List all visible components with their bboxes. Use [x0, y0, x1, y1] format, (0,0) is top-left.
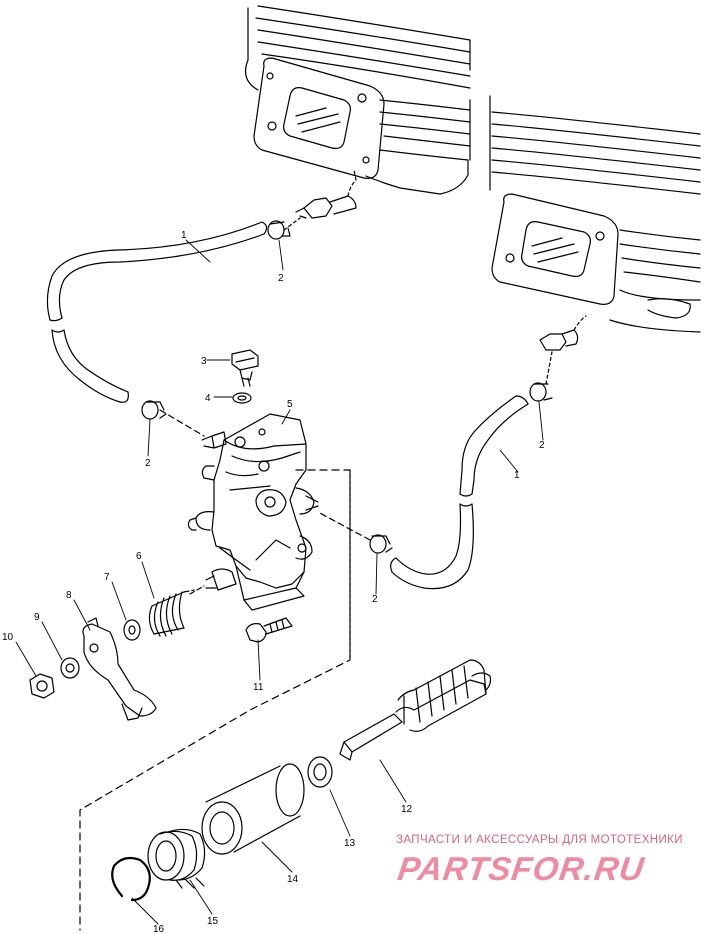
nut-10: [29, 673, 55, 699]
pump-fitting-lower: [205, 568, 237, 591]
exhaust-flange-right: [491, 193, 619, 305]
bolt-11: [245, 617, 293, 643]
callout-1-right: 1: [514, 470, 520, 481]
clamp-lower-right: [317, 511, 393, 554]
hose-left: [46, 221, 268, 403]
exhaust-flange-left: [253, 57, 385, 179]
spring-6: [148, 585, 205, 637]
callout-15: 15: [207, 916, 219, 927]
cylinder-left: [245, 5, 471, 195]
assembly-outline: [79, 469, 351, 931]
callout-14: 14: [287, 874, 299, 885]
washer-4: [232, 392, 252, 404]
clamp-mid-left: [141, 400, 205, 437]
cylinder-right: [489, 95, 701, 333]
callout-1-left: 1: [181, 230, 187, 241]
callout-8: 8: [66, 590, 72, 601]
pump-body: [187, 413, 319, 611]
callout-5: 5: [287, 399, 293, 410]
lever-8: [82, 617, 157, 721]
callout-labels: 1 2 2 3 4 5 6 7 8 9 10 11 1 2 2 12 13 14…: [2, 230, 545, 934]
callout-2-upper-right: 2: [539, 440, 545, 451]
clamp-upper-right: [529, 351, 553, 402]
callout-11: 11: [253, 682, 264, 693]
callout-13: 13: [344, 838, 356, 849]
fitting-left: [295, 169, 357, 219]
washer-7: [123, 619, 141, 641]
callout-16: 16: [153, 924, 165, 934]
callout-10: 10: [2, 632, 14, 643]
callout-2-mid-left: 2: [145, 458, 151, 469]
seal-15: [147, 828, 206, 889]
callout-2-lower-right: 2: [372, 594, 378, 605]
clamp-upper-left: [267, 217, 301, 240]
callout-4: 4: [205, 393, 211, 404]
watermark-logo: PARTSFOR.RU: [395, 850, 647, 887]
callout-6: 6: [136, 551, 142, 562]
pump-fitting-top: [201, 431, 227, 449]
watermark-caption: ЗАПЧАСТИ И АКСЕССУАРЫ ДЛЯ МОТОТЕХНИКИ: [396, 834, 683, 846]
fitting-right: [539, 315, 587, 351]
ring-16: [111, 856, 151, 902]
callout-12: 12: [401, 804, 413, 815]
leader-lines: [15, 239, 544, 925]
callout-9: 9: [34, 612, 40, 623]
washer-13: [307, 756, 333, 788]
callout-2-upper-left: 2: [278, 273, 284, 284]
callout-3: 3: [201, 356, 207, 367]
callout-7: 7: [104, 572, 110, 583]
sleeve-14: [201, 763, 305, 855]
shaft-12: [339, 659, 492, 761]
screw-3: [231, 349, 259, 387]
washer-9: [60, 657, 80, 679]
hose-right: [390, 395, 529, 590]
